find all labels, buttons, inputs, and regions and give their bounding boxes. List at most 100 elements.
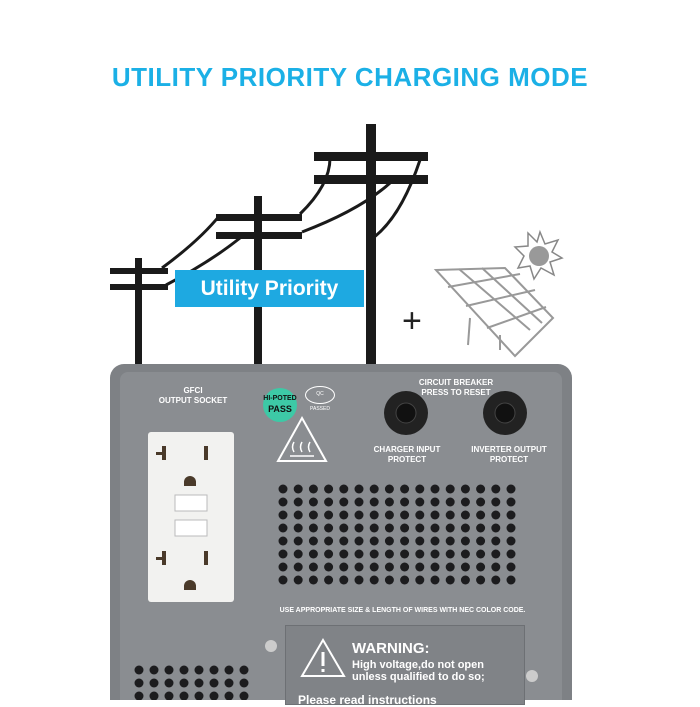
vent-hole (384, 510, 394, 520)
vent-hole (354, 510, 364, 520)
vent-hole (430, 497, 440, 507)
vent-hole (278, 536, 288, 546)
vent-hole (460, 549, 470, 559)
vent-hole (194, 691, 204, 700)
vent-hole (278, 575, 288, 585)
vent-hole (445, 497, 455, 507)
vent-hole (430, 536, 440, 546)
vent-hole (308, 484, 318, 494)
vent-hole (384, 484, 394, 494)
vent-hole (293, 484, 303, 494)
vent-hole (445, 510, 455, 520)
vent-hole (369, 497, 379, 507)
reset-label: PRESS TO RESET (421, 388, 491, 397)
vent-hole (491, 497, 501, 507)
vent-hole (400, 484, 410, 494)
vent-hole (415, 562, 425, 572)
gfci-outlet (148, 432, 234, 602)
vent-hole (278, 510, 288, 520)
vent-hole (293, 510, 303, 520)
warning-title: WARNING: (352, 640, 430, 657)
vent-hole (224, 665, 234, 675)
vent-hole (324, 484, 334, 494)
inverter-device (110, 364, 572, 700)
vent-hole (308, 536, 318, 546)
vent-hole (430, 510, 440, 520)
vent-hole (308, 523, 318, 533)
vent-hole (445, 484, 455, 494)
plus-sign: + (402, 302, 422, 340)
vent-hole (278, 562, 288, 572)
vent-hole (415, 523, 425, 533)
vent-hole (415, 549, 425, 559)
vent-hole (239, 691, 249, 700)
vent-hole (354, 523, 364, 533)
vent-hole (491, 523, 501, 533)
vent-hole (476, 510, 486, 520)
vent-hole (460, 484, 470, 494)
inverter-output-label: INVERTER OUTPUT (471, 445, 547, 454)
vent-hole (506, 562, 516, 572)
wires-notice: USE APPROPRIATE SIZE & LENGTH OF WIRES W… (279, 607, 526, 614)
vent-hole (354, 536, 364, 546)
vent-hole (460, 523, 470, 533)
vent-hole (369, 562, 379, 572)
vent-hole (293, 497, 303, 507)
breaker-label: CIRCUIT BREAKER (418, 378, 494, 387)
vent-hole (209, 691, 219, 700)
vent-hole (506, 484, 516, 494)
warning-line: Please read instructions (298, 693, 437, 707)
vent-hole (354, 484, 364, 494)
vent-hole (369, 549, 379, 559)
vent-hole (400, 536, 410, 546)
protect-label: PROTECT (387, 455, 427, 464)
pass-label: PASS (268, 404, 292, 414)
vent-hole (384, 536, 394, 546)
warning-line: unless qualified to do so; (352, 671, 485, 683)
vent-hole (293, 549, 303, 559)
vent-hole (149, 665, 159, 675)
vent-hole (430, 549, 440, 559)
vent-hole (400, 523, 410, 533)
vent-grid (278, 484, 516, 585)
vent-hole (415, 484, 425, 494)
vent-hole (339, 484, 349, 494)
vent-hole (506, 575, 516, 585)
vent-hole (430, 562, 440, 572)
vent-hole (324, 510, 334, 520)
vent-hole (430, 484, 440, 494)
vent-hole (476, 497, 486, 507)
vent-hole (278, 484, 288, 494)
vent-hole (354, 497, 364, 507)
sun-icon (513, 229, 564, 281)
vent-hole (179, 665, 189, 675)
vent-hole (384, 497, 394, 507)
vent-hole (324, 562, 334, 572)
vent-hole (134, 665, 144, 675)
vent-hole (324, 549, 334, 559)
vent-hole (445, 562, 455, 572)
vent-hole (308, 575, 318, 585)
vent-hole (491, 575, 501, 585)
vent-hole (209, 665, 219, 675)
vent-hole (324, 497, 334, 507)
vent-hole (384, 549, 394, 559)
vent-hole (460, 497, 470, 507)
vent-hole (460, 536, 470, 546)
vent-hole (445, 536, 455, 546)
vent-hole (476, 536, 486, 546)
vent-hole (491, 484, 501, 494)
vent-hole (460, 575, 470, 585)
vent-hole (400, 562, 410, 572)
hot-surface-warning-icon (276, 415, 328, 462)
vent-hole (491, 549, 501, 559)
vent-hole (308, 562, 318, 572)
vent-hole (445, 523, 455, 533)
vent-hole (194, 678, 204, 688)
vent-hole (164, 691, 174, 700)
vent-hole (445, 549, 455, 559)
vent-hole (400, 510, 410, 520)
